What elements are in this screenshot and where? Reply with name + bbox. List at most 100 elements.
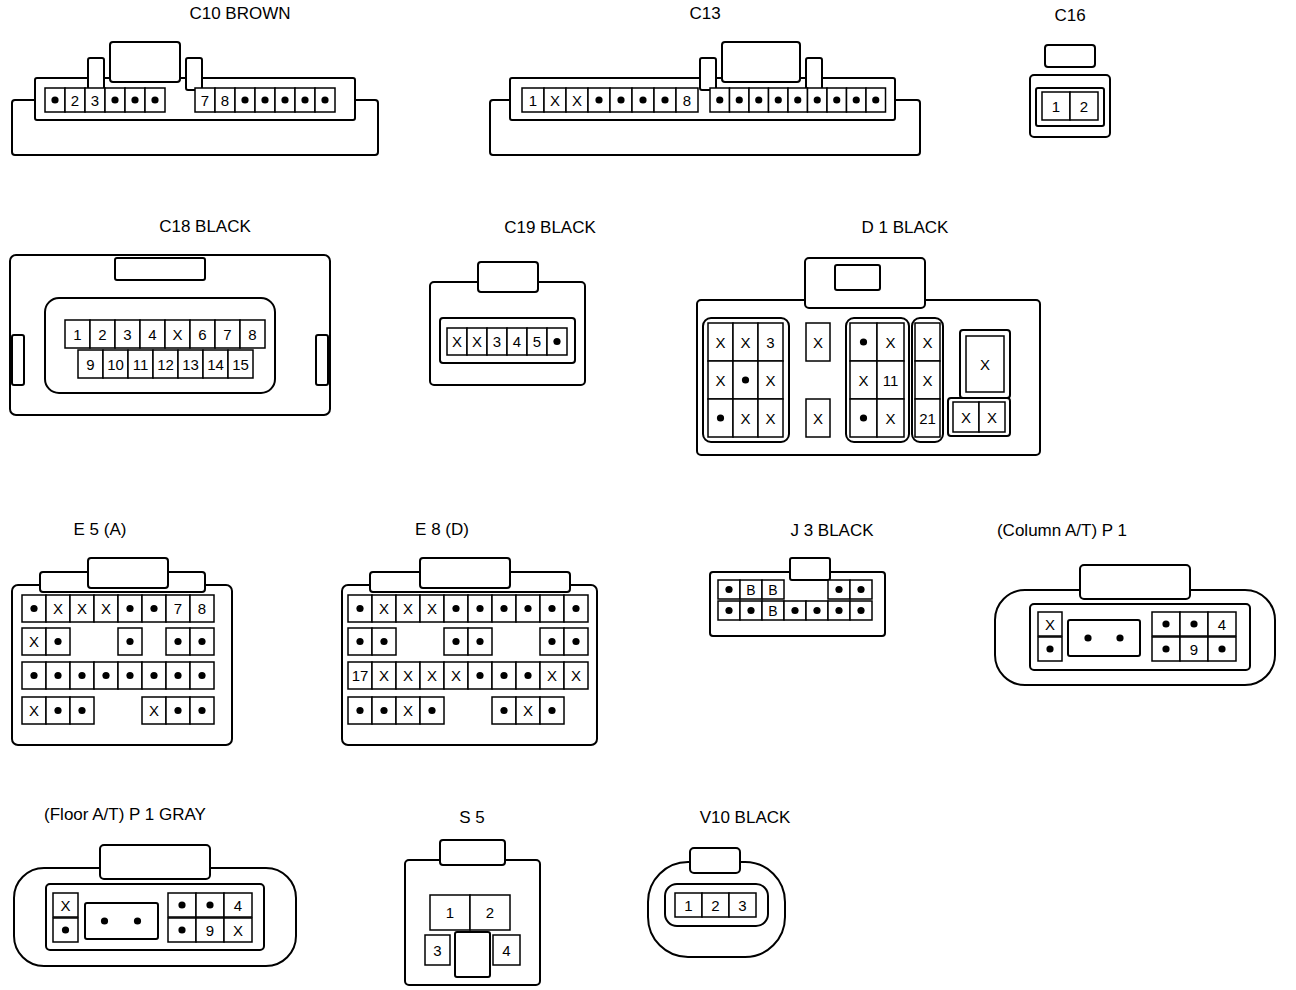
pin-cavity bbox=[275, 88, 295, 112]
pin-cavity bbox=[470, 895, 510, 930]
pin-number: X bbox=[564, 662, 588, 689]
pin-dot bbox=[548, 605, 555, 612]
pin-cavity bbox=[420, 662, 444, 689]
connector-face: (Floor A/T) P 1 GRAYX49X bbox=[10, 805, 300, 970]
pin-dot bbox=[356, 638, 363, 645]
pin-number: X bbox=[22, 697, 46, 724]
pin-number: 8 bbox=[240, 320, 265, 348]
pin-number: 4 bbox=[224, 893, 252, 917]
pin-dot bbox=[553, 338, 560, 345]
pin-dot bbox=[1162, 645, 1169, 652]
pin-number: 3 bbox=[729, 893, 756, 917]
pin-cavity bbox=[444, 595, 468, 622]
pin-cavity bbox=[78, 350, 103, 378]
pin-cavity bbox=[540, 697, 564, 724]
pin-cavity bbox=[827, 88, 847, 112]
connector-title: (Column A/T) P 1 bbox=[997, 521, 1127, 541]
pin-number: X bbox=[544, 88, 566, 112]
pin-cavity bbox=[396, 662, 420, 689]
housing-outline bbox=[1036, 88, 1104, 126]
pin-dot bbox=[54, 707, 61, 714]
pin-dot bbox=[356, 707, 363, 714]
housing-outline bbox=[186, 58, 202, 90]
housing-outline bbox=[1080, 565, 1190, 599]
connector-housing bbox=[956, 6, 1184, 141]
pin-number: 1 bbox=[675, 893, 702, 917]
pin-cavity bbox=[22, 628, 46, 655]
housing-outline bbox=[710, 572, 885, 636]
housing-outline bbox=[835, 265, 880, 290]
pin-number: X bbox=[915, 323, 940, 361]
pin-cavity bbox=[235, 88, 255, 112]
pin-number: X bbox=[70, 595, 94, 622]
pin-cavity bbox=[740, 580, 762, 599]
pin-cavity bbox=[178, 350, 203, 378]
pin-cavity bbox=[828, 580, 850, 599]
pin-cavity bbox=[566, 88, 588, 112]
housing-outline bbox=[665, 884, 768, 926]
pin-dot bbox=[833, 96, 840, 103]
pin-number: X bbox=[708, 361, 733, 399]
pin-cavity bbox=[915, 323, 940, 361]
pin-number: 3 bbox=[85, 88, 105, 112]
pin-cavity bbox=[784, 601, 806, 620]
pin-cavity bbox=[215, 320, 240, 348]
pin-cavity bbox=[22, 697, 46, 724]
pin-dot bbox=[150, 672, 157, 679]
pin-number: X bbox=[420, 595, 444, 622]
pin-cavity bbox=[492, 662, 516, 689]
pin-number: 8 bbox=[190, 595, 214, 622]
pin-dot bbox=[150, 605, 157, 612]
pin-number: 2 bbox=[90, 320, 115, 348]
connector-face: D 1 BLACKXX3XXXXXXXX11XXX21XXX bbox=[693, 218, 1044, 459]
connector-face: (Column A/T) P 1X49 bbox=[948, 521, 1279, 689]
pin-number: 1 bbox=[65, 320, 90, 348]
housing-outline bbox=[806, 58, 822, 90]
pin-cavity bbox=[850, 399, 877, 437]
pin-number: 9 bbox=[78, 350, 103, 378]
connector-housing bbox=[486, 4, 924, 159]
pin-cavity bbox=[1038, 612, 1062, 636]
pin-cavity bbox=[168, 918, 196, 942]
housing-outline bbox=[948, 398, 1010, 436]
pin-cavity bbox=[979, 402, 1005, 432]
pin-cavity bbox=[806, 399, 830, 437]
pin-cavity bbox=[806, 601, 828, 620]
pin-cavity bbox=[850, 580, 872, 599]
connector-title: C16 bbox=[1054, 6, 1085, 26]
pin-cavity bbox=[1070, 92, 1098, 120]
pin-cavity bbox=[255, 88, 275, 112]
pin-dot bbox=[639, 96, 646, 103]
pin-number: X bbox=[877, 323, 904, 361]
pin-number: X bbox=[224, 918, 252, 942]
pin-cavity bbox=[22, 595, 46, 622]
pin-dot bbox=[134, 917, 141, 924]
pin-cavity bbox=[468, 662, 492, 689]
housing-outline bbox=[455, 932, 490, 977]
housing-outline bbox=[88, 558, 168, 588]
pin-cavity bbox=[492, 595, 516, 622]
pin-number: X bbox=[46, 595, 70, 622]
connector-housing bbox=[6, 217, 334, 419]
pin-dot bbox=[524, 672, 531, 679]
pin-number: 8 bbox=[676, 88, 698, 112]
connector-face: C19 BLACKXX345 bbox=[426, 218, 664, 389]
pin-cavity bbox=[527, 328, 547, 355]
pin-number: 12 bbox=[153, 350, 178, 378]
pin-dot bbox=[794, 96, 801, 103]
pin-dot bbox=[1190, 620, 1197, 627]
pin-number: 11 bbox=[877, 361, 904, 399]
pin-dot bbox=[835, 607, 842, 614]
pin-number: X bbox=[758, 361, 783, 399]
pin-number: 1 bbox=[1042, 92, 1070, 120]
pin-dot bbox=[857, 607, 864, 614]
pin-number: X bbox=[708, 323, 733, 361]
pin-dot bbox=[174, 672, 181, 679]
pin-cavity bbox=[45, 88, 65, 112]
connector-title: S 5 bbox=[459, 808, 485, 828]
pin-cavity bbox=[758, 361, 783, 399]
housing-outline bbox=[722, 42, 800, 82]
connector-title: C10 BROWN bbox=[189, 4, 290, 24]
pin-number: X bbox=[396, 595, 420, 622]
pin-number: X bbox=[53, 893, 78, 917]
